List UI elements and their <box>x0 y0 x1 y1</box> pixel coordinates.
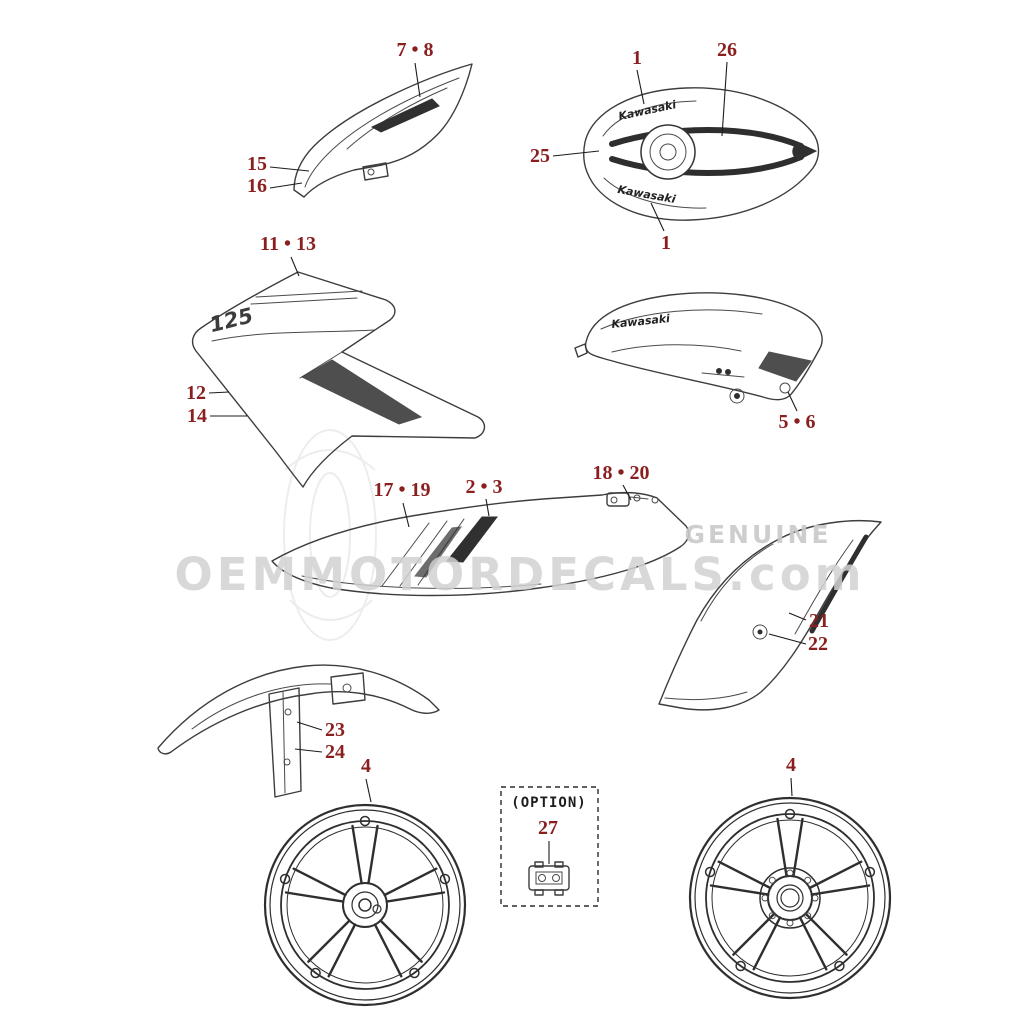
callout-22: 22 <box>808 633 828 655</box>
callout-25: 25 <box>530 145 550 167</box>
callout-16: 16 <box>247 175 267 197</box>
shroud-model-decal: 125 <box>207 303 255 337</box>
callout-23: 23 <box>325 719 345 741</box>
option-clip-drawing <box>528 861 570 896</box>
callout-12: 12 <box>186 382 206 404</box>
front-cowl-drawing <box>293 63 473 198</box>
callout-18-20: 18 • 20 <box>592 462 649 484</box>
leader-lines <box>208 61 807 803</box>
callout-21: 21 <box>809 610 829 632</box>
watermark-site-text: OEMMOTORDECALS.com <box>174 548 865 601</box>
callout-1-bottom: 1 <box>661 232 671 254</box>
callout-26: 26 <box>717 39 737 61</box>
rear-side-panel-drawing <box>658 520 882 711</box>
front-fender-drawing <box>157 664 440 798</box>
callout-1-top: 1 <box>632 47 642 69</box>
tank-top-brand-decal-upper: Kawasaki <box>617 98 677 123</box>
tank-top-brand-decal-lower: Kawasaki <box>617 183 677 206</box>
site-watermark: GENUINE OEMMOTORDECALS.com <box>174 520 865 601</box>
shroud-drawing: 125 <box>191 271 486 488</box>
callout-27: 27 <box>538 817 558 839</box>
callout-2-3: 2 • 3 <box>465 476 502 498</box>
callout-4-right: 4 <box>786 754 796 776</box>
tank-side-brand-decal: Kawasaki <box>611 312 671 331</box>
callout-4-left: 4 <box>361 755 371 777</box>
callouts: 7 • 8 15 16 1 26 25 1 11 • 13 12 14 5 • … <box>186 39 829 777</box>
fuel-tank-top-drawing: Kawasaki Kawasaki <box>582 87 820 221</box>
callout-11-13: 11 • 13 <box>260 233 316 255</box>
callout-17-19: 17 • 19 <box>373 479 430 501</box>
emblem-watermark <box>283 429 377 641</box>
option-title: (OPTION) <box>511 795 586 811</box>
callout-24: 24 <box>325 741 345 763</box>
callout-14: 14 <box>187 405 207 427</box>
callout-5-6: 5 • 6 <box>778 411 815 433</box>
tail-piece-drawing <box>271 491 690 597</box>
fuel-tank-side-drawing: Kawasaki <box>574 292 823 404</box>
option-box: (OPTION) 27 <box>500 786 599 907</box>
callout-7-8: 7 • 8 <box>396 39 433 61</box>
wheel-left-drawing <box>263 803 467 1007</box>
callout-15: 15 <box>247 153 267 175</box>
watermark-genuine-text: GENUINE <box>684 520 831 549</box>
wheel-right-drawing <box>688 796 892 1000</box>
